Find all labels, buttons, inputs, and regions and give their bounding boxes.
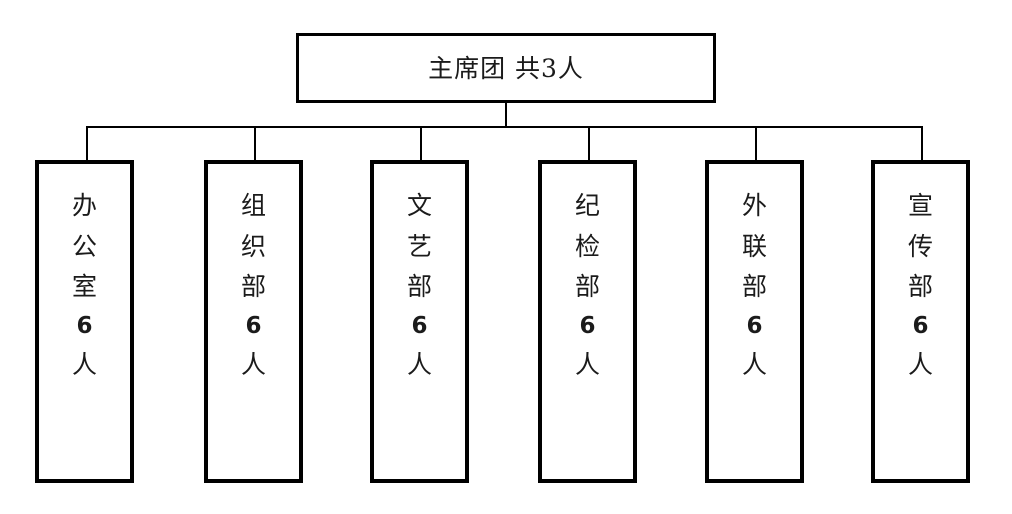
org-node-office[interactable]: 办 公 室 6 人 [35,160,134,483]
glyph: 室 [71,272,97,301]
glyph: 宣 [907,191,933,220]
glyph: 人 [741,349,767,379]
org-node-external-relations-dept-label: 外 联 部 6 人 [709,186,800,385]
glyph: 人 [240,349,266,379]
org-node-arts-dept-label: 文 艺 部 6 人 [374,186,465,385]
connector-drop-6 [921,126,923,161]
glyph: 组 [240,191,266,220]
connector-horizontal-bus [86,126,923,128]
glyph: 传 [907,231,933,261]
org-node-discipline-dept-label: 纪 检 部 6 人 [542,186,633,385]
glyph: 纪 [574,191,600,220]
connector-drop-4 [588,126,590,161]
connector-drop-2 [254,126,256,161]
glyph-count: 6 [579,312,596,339]
org-node-organization-dept[interactable]: 组 织 部 6 人 [204,160,303,483]
connector-drop-5 [755,126,757,161]
glyph: 织 [240,231,266,261]
org-node-external-relations-dept[interactable]: 外 联 部 6 人 [705,160,804,483]
glyph-count: 6 [912,312,929,339]
connector-root-stub [505,103,507,128]
connector-drop-3 [420,126,422,161]
org-node-root[interactable]: 主席团 共3人 [296,33,716,103]
glyph: 人 [907,349,933,379]
org-node-root-label: 主席团 共3人 [428,53,584,83]
glyph: 外 [741,191,767,220]
org-node-publicity-dept[interactable]: 宣 传 部 6 人 [871,160,970,483]
org-node-office-label: 办 公 室 6 人 [39,186,130,385]
org-node-discipline-dept[interactable]: 纪 检 部 6 人 [538,160,637,483]
glyph: 部 [907,272,933,301]
glyph-count: 6 [76,312,93,339]
glyph: 部 [741,272,767,301]
glyph: 办 [71,191,97,220]
glyph: 人 [71,349,97,379]
glyph: 人 [574,349,600,379]
org-node-organization-dept-label: 组 织 部 6 人 [208,186,299,385]
glyph: 公 [71,231,97,261]
glyph-count: 6 [411,312,428,339]
org-node-publicity-dept-label: 宣 传 部 6 人 [875,186,966,385]
glyph: 部 [406,272,432,301]
glyph: 部 [240,272,266,301]
org-node-arts-dept[interactable]: 文 艺 部 6 人 [370,160,469,483]
glyph: 艺 [406,231,432,261]
glyph: 人 [406,349,432,379]
glyph: 文 [406,191,432,220]
glyph-count: 6 [245,312,262,339]
glyph: 联 [741,231,767,261]
connector-drop-1 [86,126,88,161]
glyph-count: 6 [746,312,763,339]
glyph: 部 [574,272,600,301]
glyph: 检 [574,231,600,261]
